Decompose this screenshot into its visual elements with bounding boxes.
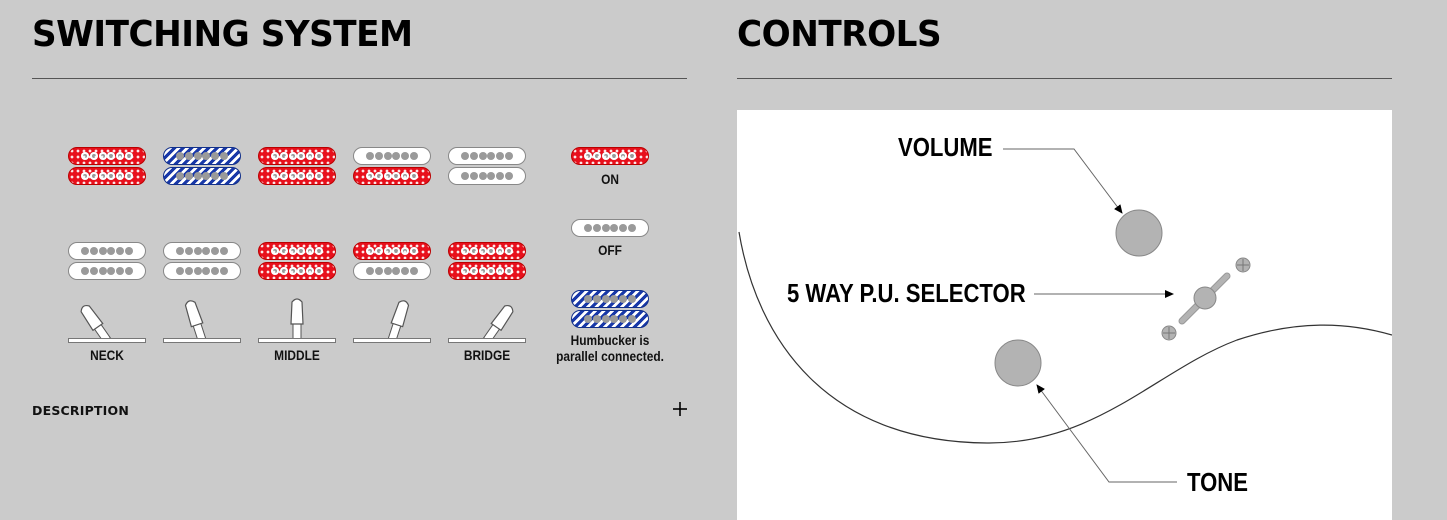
selector-lever-icon [184, 300, 207, 342]
legend-off-label: OFF [598, 242, 622, 258]
description-toggle-label[interactable]: DESCRIPTION [32, 403, 129, 418]
pickup-coil-par-icon [163, 147, 241, 165]
guitar-body-outline [738, 148, 1392, 483]
pickup-coil-off-icon [68, 242, 146, 260]
selector-lever-icon [483, 304, 514, 343]
controls-title: CONTROLS [737, 14, 942, 55]
pickup-coil-on-icon [353, 242, 431, 260]
pickup-coil-off-icon [353, 262, 431, 280]
pickup-coil-on-icon [448, 242, 526, 260]
pickup-coil-on-icon [258, 147, 336, 165]
switch-plate [353, 338, 431, 343]
legend-on-label: ON [601, 171, 619, 187]
selector-knob-icon [1193, 286, 1217, 310]
switch-position-label: BRIDGE [463, 347, 511, 363]
switching-system-title: SWITCHING SYSTEM [32, 14, 413, 55]
plus-icon[interactable] [671, 400, 689, 418]
legend-parallel-coil-icon [571, 310, 649, 328]
pickup-coil-off-icon [163, 242, 241, 260]
selector-label: 5 WAY P.U. SELECTOR [787, 278, 1026, 308]
volume-label: VOLUME [898, 132, 993, 162]
pickup-coil-off-icon [448, 167, 526, 185]
controls-diagram: VOLUME 5 WAY P.U. SELECTOR TONE [737, 110, 1392, 520]
switch-position-label: NECK [90, 347, 124, 363]
tone-knob-icon [994, 339, 1042, 387]
switch-plate [68, 338, 146, 343]
pickup-coil-off-icon [448, 147, 526, 165]
legend-parallel-coil-icon [571, 290, 649, 308]
volume-knob-icon [1115, 209, 1163, 257]
switch-position-label: MIDDLE [274, 347, 320, 363]
pickup-coil-on-icon [68, 167, 146, 185]
screw-icon [1161, 325, 1177, 341]
selector-lever-icon [290, 298, 304, 341]
switch-plate [163, 338, 241, 343]
pickup-coil-off-icon [353, 147, 431, 165]
tone-label: TONE [1187, 467, 1249, 497]
screw-icon [1235, 257, 1251, 273]
pickup-coil-on-icon [353, 167, 431, 185]
pickup-coil-on-icon [68, 147, 146, 165]
switch-plate [258, 338, 336, 343]
legend-on-coil-icon [571, 147, 649, 165]
legend-off-coil-icon [571, 219, 649, 237]
switch-plate [448, 338, 526, 343]
pickup-coil-on-icon [258, 167, 336, 185]
legend-parallel-label: Humbucker is parallel connected. [556, 332, 664, 364]
pickup-coil-par-icon [163, 167, 241, 185]
title-divider [737, 78, 1392, 79]
pickup-coil-on-icon [258, 262, 336, 280]
pickup-coil-on-icon [448, 262, 526, 280]
pickup-coil-on-icon [258, 242, 336, 260]
selector-lever-icon [80, 304, 111, 343]
title-divider [32, 78, 687, 79]
pickup-coil-off-icon [68, 262, 146, 280]
pickup-coil-off-icon [163, 262, 241, 280]
selector-lever-icon [387, 300, 410, 342]
